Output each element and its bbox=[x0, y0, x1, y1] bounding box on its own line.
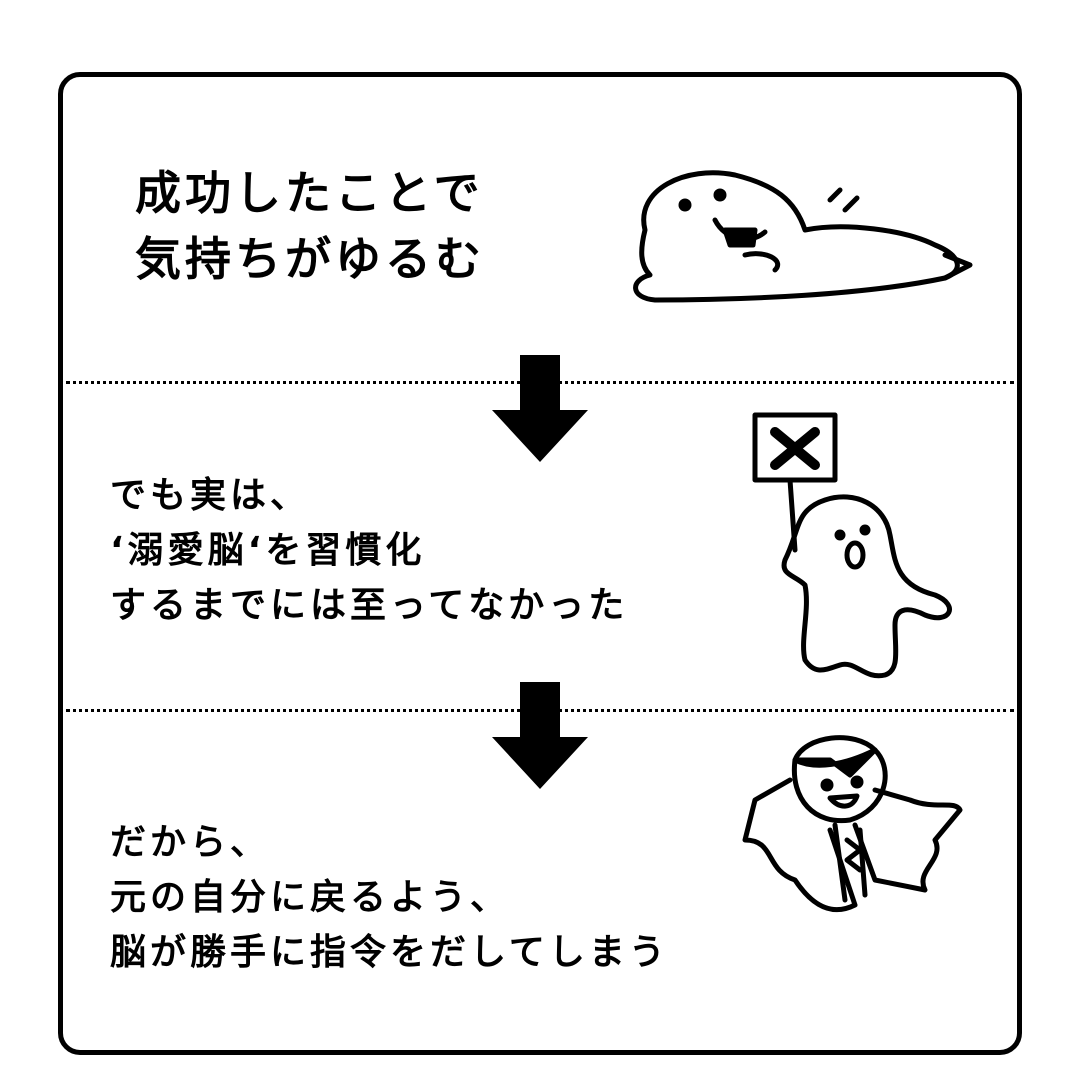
section3-text: だから、 元の自分に戻るよう、 脳が勝手に指令をだしてしまう bbox=[110, 815, 669, 980]
text-line: だから、 bbox=[110, 822, 271, 863]
text-line: 成功したことで bbox=[135, 166, 484, 220]
panel-frame bbox=[58, 72, 1022, 1055]
vampire-character-illustration bbox=[742, 735, 963, 913]
text-line: 気持ちがゆるむ bbox=[135, 232, 485, 286]
x-icon bbox=[770, 427, 820, 470]
sign-board bbox=[752, 412, 838, 483]
text-line: 元の自分に戻るよう、 bbox=[110, 877, 511, 918]
x-sign-character-illustration bbox=[752, 412, 952, 679]
section2-text: でも実は、 ‘溺愛脳‘を習慣化 するまでには至ってなかった bbox=[110, 468, 628, 633]
text-line: ‘溺愛脳‘を習慣化 bbox=[110, 530, 426, 571]
lying-character-illustration bbox=[633, 170, 973, 303]
down-arrow-icon bbox=[492, 355, 588, 462]
down-arrow-icon bbox=[492, 682, 588, 789]
text-line: するまでには至ってなかった bbox=[110, 585, 629, 626]
text-line: でも実は、 bbox=[110, 475, 311, 516]
text-line: 脳が勝手に指令をだしてしまう bbox=[110, 932, 669, 973]
section1-text: 成功したことで 気持ちがゆるむ bbox=[135, 160, 485, 292]
